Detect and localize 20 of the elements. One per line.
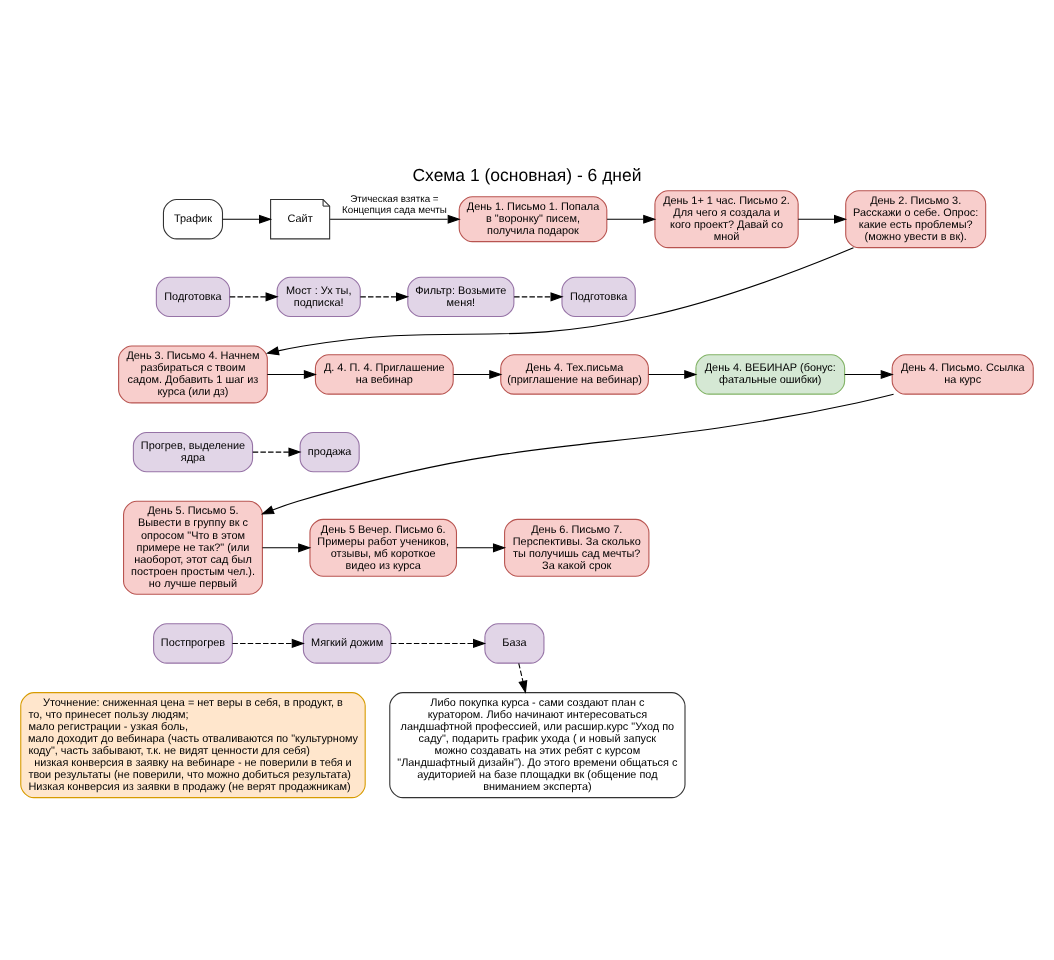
arrow <box>260 393 895 515</box>
arrow <box>518 662 528 694</box>
arrow <box>252 447 302 457</box>
arrow <box>844 369 894 380</box>
arrow <box>222 214 273 224</box>
arrow <box>797 214 848 224</box>
arrow <box>265 247 854 356</box>
diagram-title: Схема 1 (основная) - 6 дней <box>412 164 642 185</box>
arrow <box>261 543 312 553</box>
arrow <box>266 369 317 380</box>
arrow <box>329 214 461 224</box>
arrow <box>456 543 507 553</box>
arrow <box>513 292 564 302</box>
arrow <box>452 369 503 380</box>
arrow <box>231 638 305 649</box>
arrow <box>359 292 410 302</box>
arrow <box>229 292 279 302</box>
arrow <box>648 369 698 380</box>
arrow <box>390 638 487 649</box>
arrow <box>606 214 657 224</box>
